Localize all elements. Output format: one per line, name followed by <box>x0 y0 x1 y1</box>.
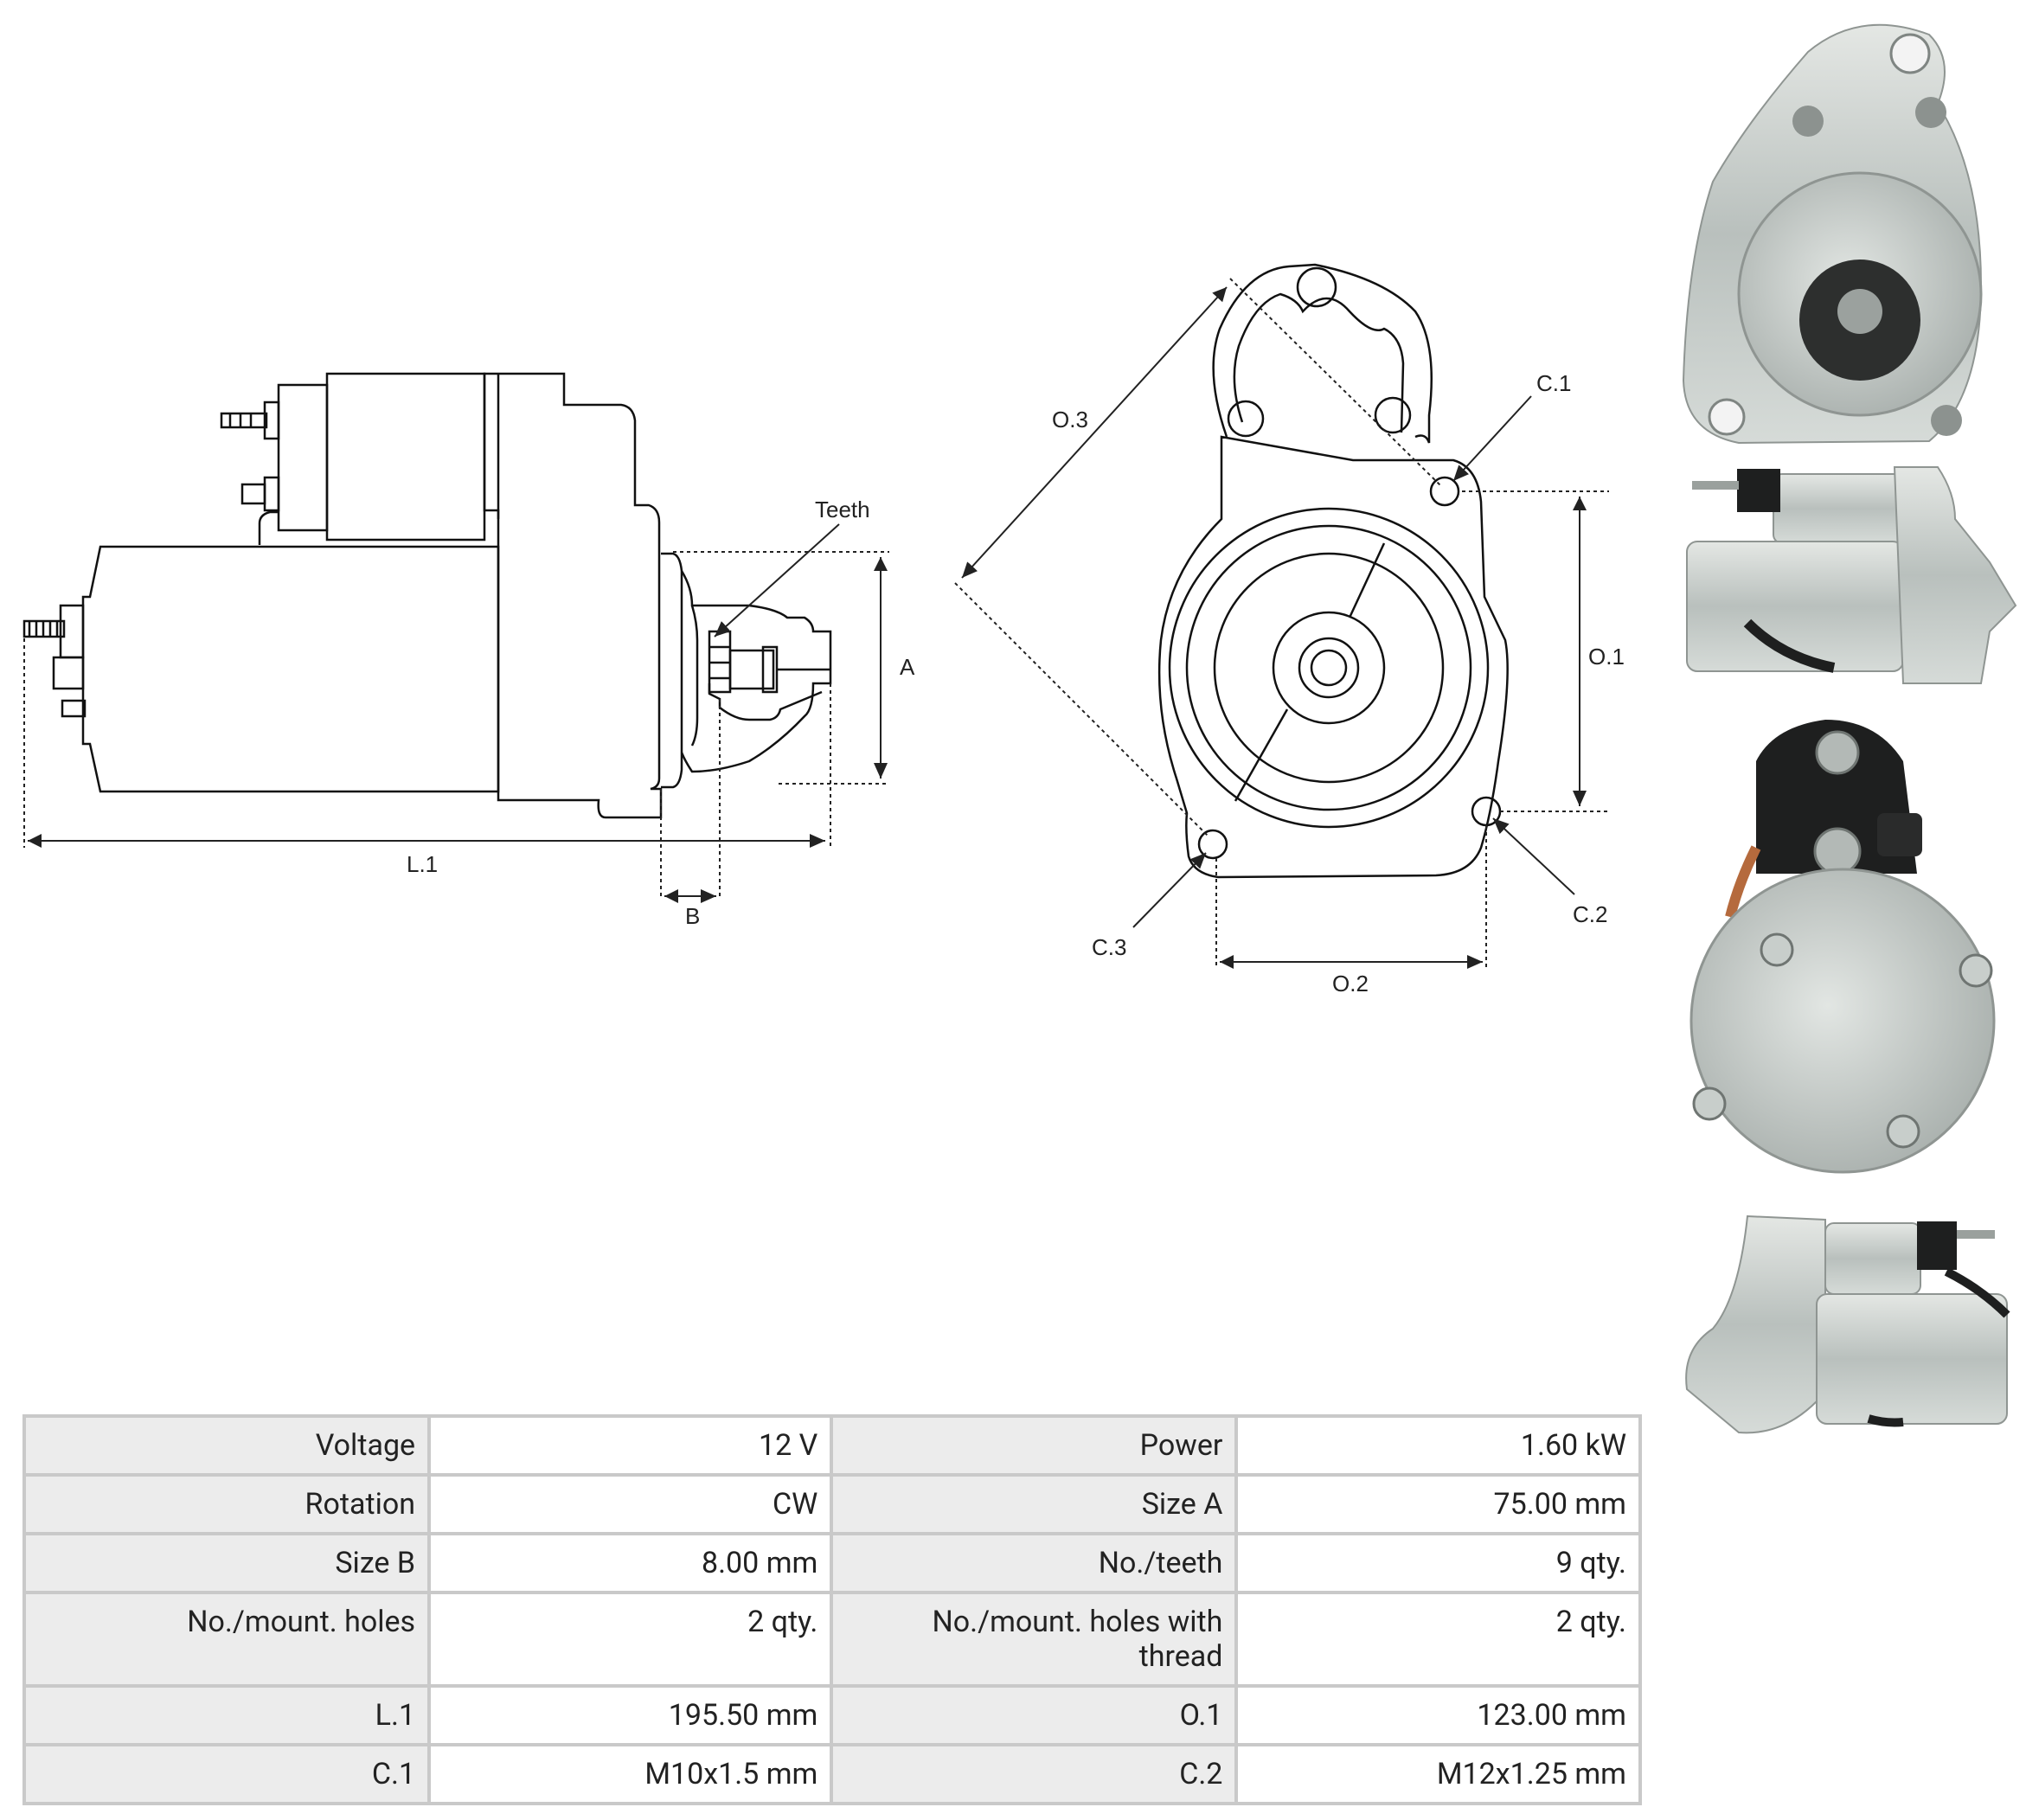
spec-label: O.1 <box>833 1688 1235 1743</box>
spec-value: 8.00 mm <box>431 1535 830 1591</box>
front-view-dimensions <box>954 278 1609 969</box>
label-b: B <box>685 903 700 929</box>
spec-label: Size A <box>833 1477 1235 1532</box>
spec-label: No./mount. holes with thread <box>833 1594 1235 1684</box>
solenoid <box>277 383 329 532</box>
spec-value: M12x1.25 mm <box>1238 1746 1638 1802</box>
label-c1: C.1 <box>1536 370 1571 396</box>
side-view-dimensions <box>23 523 889 903</box>
rear-view-photo <box>1689 720 1996 1174</box>
drive-housing <box>483 372 663 819</box>
spec-label: Power <box>833 1418 1235 1473</box>
side-view-drawing <box>22 372 832 819</box>
spec-value: 75.00 mm <box>1238 1477 1638 1532</box>
label-c3: C.3 <box>1092 934 1126 960</box>
spec-value: 195.50 mm <box>431 1688 830 1743</box>
label-o3: O.3 <box>1052 407 1088 433</box>
label-a: A <box>900 654 915 680</box>
label-c2: C.2 <box>1573 901 1607 927</box>
spec-label: Size B <box>26 1535 428 1591</box>
label-teeth: Teeth <box>815 497 870 522</box>
side-view-photo-2 <box>1685 1214 2010 1434</box>
terminal-studs <box>22 604 87 718</box>
spec-label: Rotation <box>26 1477 428 1532</box>
label-o2: O.2 <box>1332 971 1369 997</box>
spec-label: No./teeth <box>833 1535 1235 1591</box>
spec-label: C.1 <box>26 1746 428 1802</box>
pinion-nose <box>680 570 832 773</box>
front-view-photo <box>1682 23 1983 445</box>
motor-body <box>81 545 500 793</box>
spec-value: 2 qty. <box>1238 1594 1638 1684</box>
hole-c3 <box>1197 829 1228 860</box>
spec-label: No./mount. holes <box>26 1594 428 1684</box>
spec-value: 123.00 mm <box>1238 1688 1638 1743</box>
spec-value: 2 qty. <box>431 1594 830 1684</box>
spec-value: 12 V <box>431 1418 830 1473</box>
spec-value: 1.60 kW <box>1238 1418 1638 1473</box>
spec-label: L.1 <box>26 1688 428 1743</box>
label-l1: L.1 <box>407 851 438 877</box>
spec-label: Voltage <box>26 1418 428 1473</box>
mounting-flange <box>1212 263 1433 444</box>
front-housing <box>1157 435 1509 879</box>
spec-value: 9 qty. <box>1238 1535 1638 1591</box>
side-view-photo <box>1686 466 2017 684</box>
spec-value: CW <box>431 1477 830 1532</box>
hole-c1 <box>1429 476 1460 507</box>
spec-value: M10x1.5 mm <box>431 1746 830 1802</box>
front-view-drawing <box>1157 263 1509 879</box>
spec-label: C.2 <box>833 1746 1235 1802</box>
label-o1: O.1 <box>1588 644 1625 670</box>
